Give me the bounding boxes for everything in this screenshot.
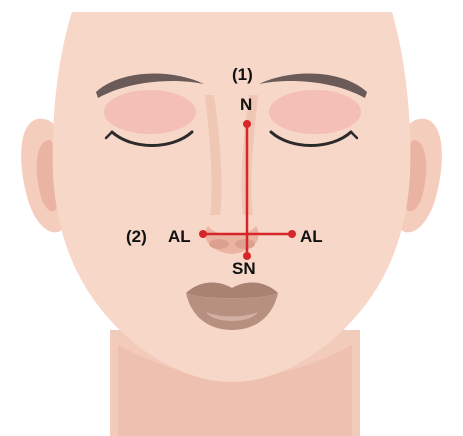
- measure-1-label: (1): [232, 65, 253, 84]
- alar-right-label: AL: [300, 227, 323, 246]
- right-nostril: [235, 239, 255, 249]
- alar-left-label: AL: [168, 227, 191, 246]
- nasion-label: N: [240, 95, 252, 114]
- left-eyeshadow: [104, 90, 196, 134]
- measure-2-label: (2): [126, 227, 147, 246]
- alar-right-point: [288, 230, 296, 238]
- right-eyeshadow: [269, 90, 361, 134]
- subnasale-label: SN: [232, 259, 256, 278]
- nasion-point: [243, 120, 251, 128]
- alar-left-point: [199, 230, 207, 238]
- left-nostril: [209, 239, 229, 249]
